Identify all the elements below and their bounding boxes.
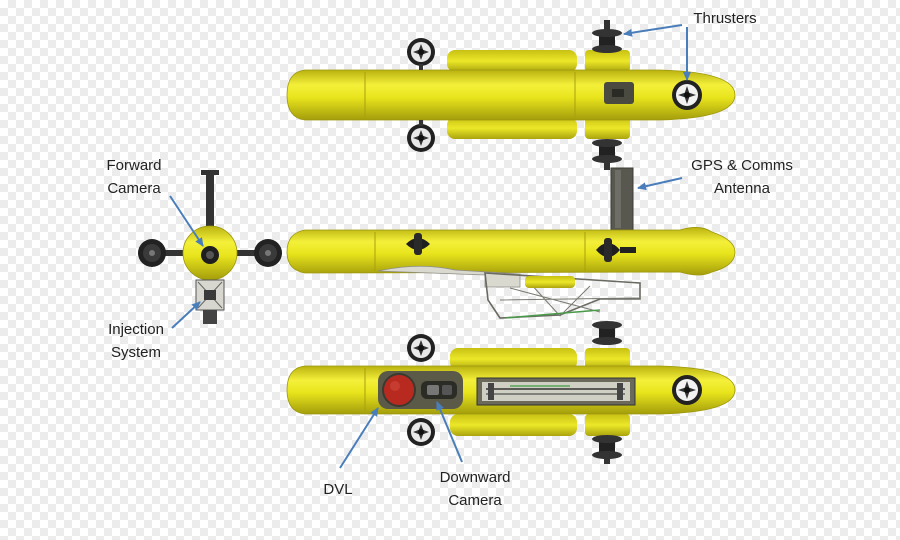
label-injection-system: Injection System — [108, 321, 164, 361]
bottom-vertical-thruster-upper — [592, 321, 622, 345]
top-thruster-lower — [407, 120, 435, 152]
dvl-sensor — [382, 373, 416, 407]
bottom-thruster-upper — [407, 334, 435, 362]
auv-top-view — [286, 20, 736, 170]
label-gps-comms-antenna: GPS & Comms Antenna — [691, 157, 793, 197]
label-thrusters: Thrusters — [693, 10, 757, 27]
arrow-forward-camera — [169, 195, 204, 247]
side-thruster-rear — [596, 238, 636, 262]
top-pod-upper-left — [447, 50, 577, 72]
front-thruster-right — [230, 239, 282, 267]
bottom-pod-upper-right — [585, 348, 630, 370]
label-dvl: DVL — [323, 481, 353, 498]
label-downward-camera: Downward Camera — [439, 469, 511, 509]
top-vertical-thruster-upper — [592, 20, 622, 53]
side-thruster-front — [406, 233, 430, 255]
top-pod-lower-left — [447, 117, 577, 139]
bottom-vertical-thruster-lower — [592, 435, 622, 464]
callout-arrows — [169, 24, 691, 469]
top-thruster-upper — [407, 38, 435, 70]
top-hull — [286, 69, 736, 121]
side-injection-frame — [377, 265, 641, 319]
bottom-thruster-lower — [407, 418, 435, 446]
bottom-nose-thruster — [672, 375, 702, 405]
bottom-pod-lower-right — [585, 414, 630, 436]
bottom-pod-lower-left — [450, 414, 577, 436]
arrow-downward-camera — [436, 401, 463, 463]
bottom-injection-bay — [476, 377, 636, 406]
side-hull — [286, 227, 736, 276]
top-vertical-thruster-lower — [592, 139, 622, 170]
front-injection-system — [195, 279, 225, 324]
auv-side-view — [286, 167, 736, 319]
arrow-thrusters-to-top-thruster — [623, 24, 683, 37]
front-thruster-left — [138, 239, 190, 267]
arrow-injection-system — [171, 301, 201, 329]
arrow-dvl — [339, 407, 379, 469]
arrow-gps-antenna — [637, 177, 683, 191]
front-antenna — [206, 172, 214, 232]
gps-antenna-mast — [610, 167, 634, 231]
label-forward-camera: Forward Camera — [106, 157, 162, 197]
auv-bottom-view — [286, 321, 736, 464]
top-pod-lower-right — [585, 117, 630, 139]
bottom-pod-upper-left — [450, 348, 577, 370]
top-pod-upper-right — [585, 50, 630, 72]
top-nose-thruster — [672, 80, 702, 110]
